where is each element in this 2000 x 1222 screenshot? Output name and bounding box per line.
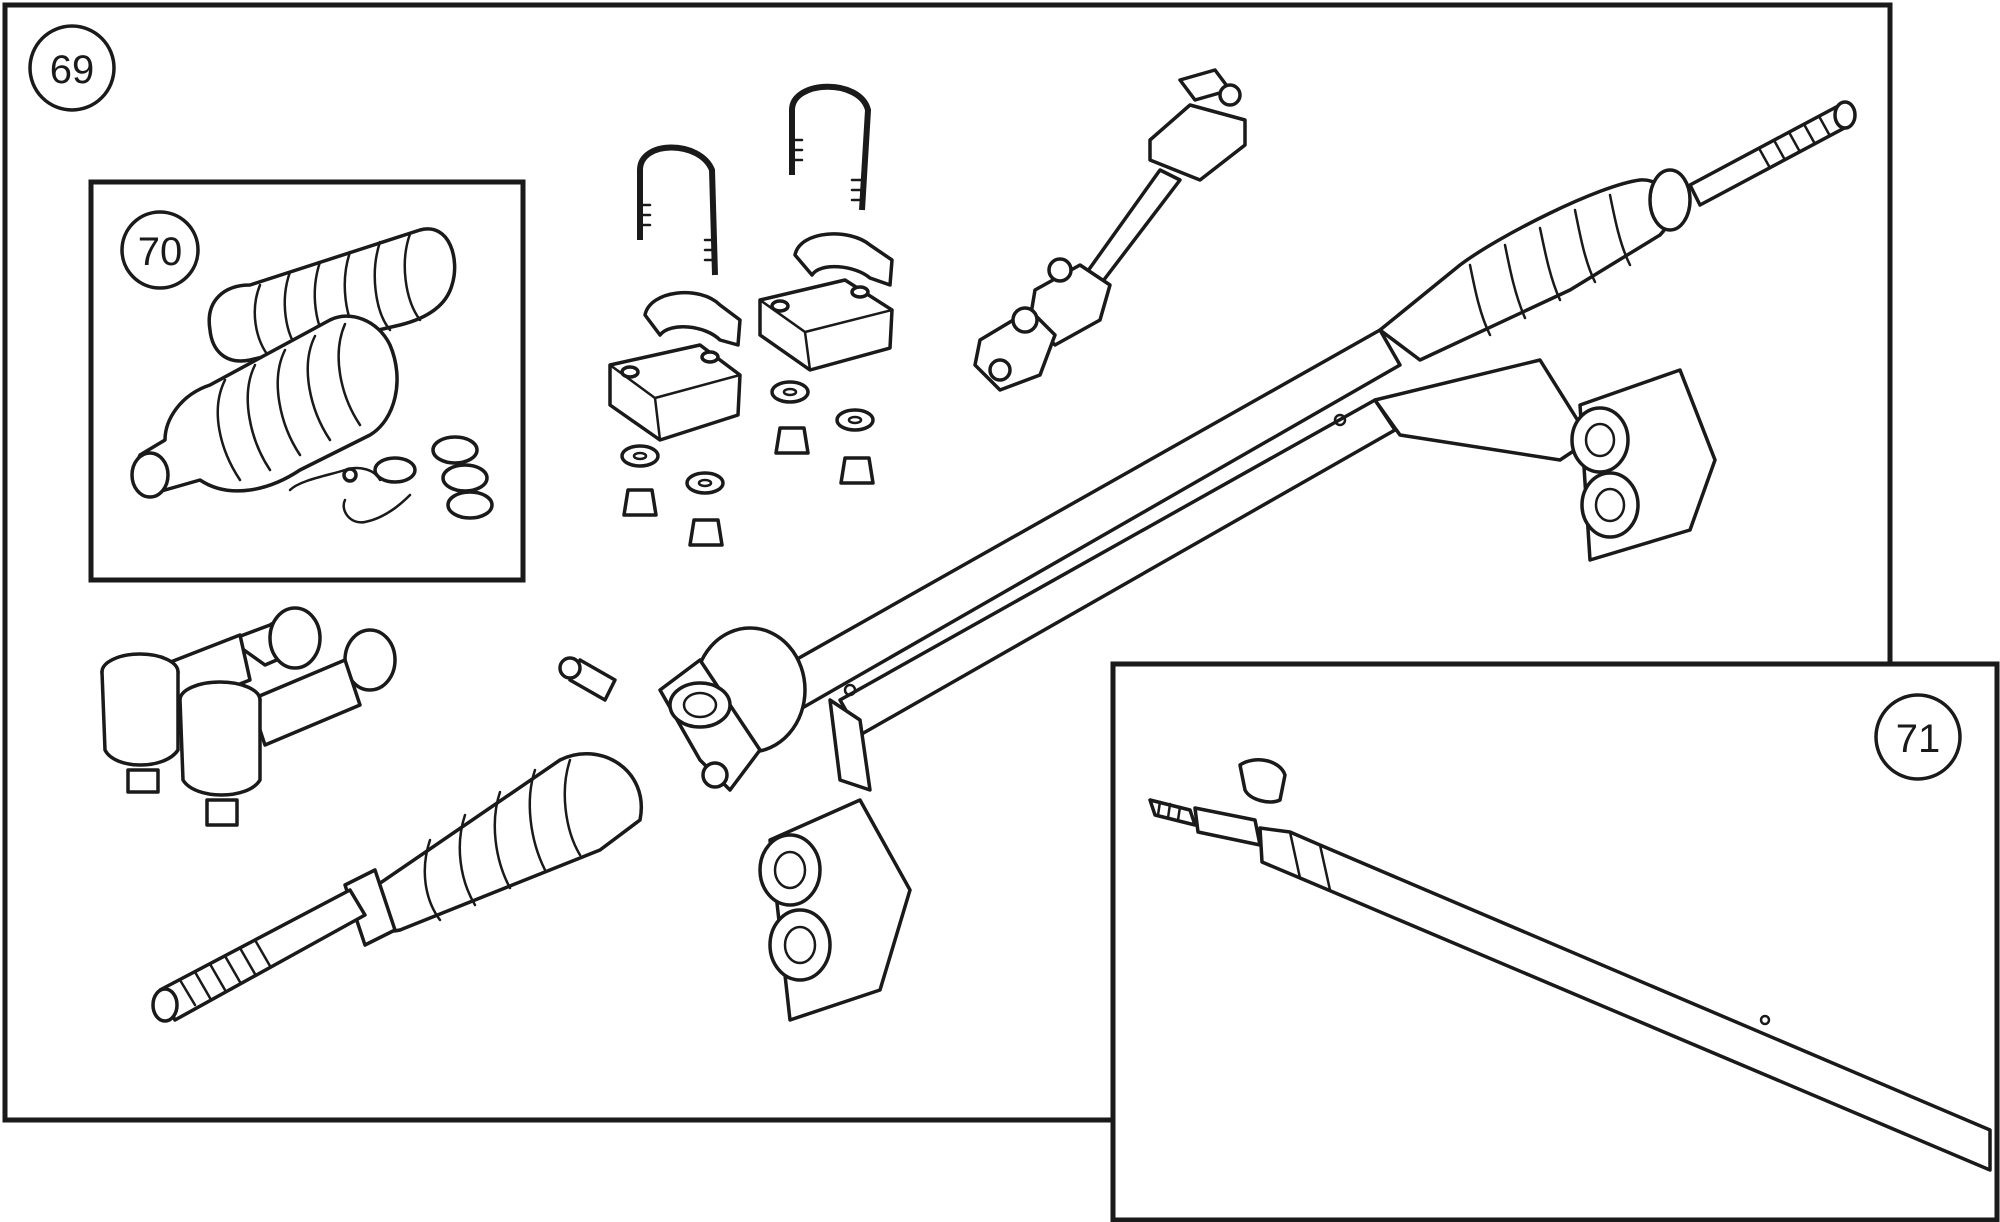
washers-and-nuts [620, 380, 875, 547]
callout-71: 71 [1874, 693, 1962, 781]
track-rod-end-rear [100, 606, 322, 794]
mount-clamp-right [1570, 368, 1717, 562]
callout-69: 69 [28, 24, 116, 112]
callout-70: 70 [120, 210, 200, 290]
track-rod-end-front [178, 628, 397, 827]
panel-71: 71 [1110, 661, 2000, 1222]
rack-boot-left [343, 752, 644, 947]
rubber-bush-half [643, 232, 894, 347]
clamp-block-right [758, 278, 894, 372]
pinion-housing [558, 626, 807, 792]
rack-housing [758, 328, 1592, 792]
boot-clips [288, 435, 494, 524]
callout-71-label: 71 [1896, 717, 1941, 761]
variant-thread-tip [1148, 798, 1197, 827]
rack-boot-right [1378, 168, 1692, 362]
variant-rack-tube [1258, 826, 1992, 1172]
gaiter-boot-front [130, 314, 399, 499]
universal-joint-shaft [973, 68, 1247, 392]
u-bolt-right [789, 83, 872, 211]
variant-clip [1238, 758, 1287, 804]
panel-71-frame [1110, 661, 2000, 1222]
callout-69-label: 69 [50, 48, 95, 92]
panel-70: 70 [88, 179, 526, 583]
u-bolt-left [637, 144, 718, 276]
tie-rod-left [151, 888, 367, 1023]
tie-rod-right [1688, 100, 1857, 207]
callout-70-label: 70 [138, 230, 183, 274]
mount-clamp-left [758, 798, 912, 1022]
clamp-block-left [608, 343, 742, 442]
